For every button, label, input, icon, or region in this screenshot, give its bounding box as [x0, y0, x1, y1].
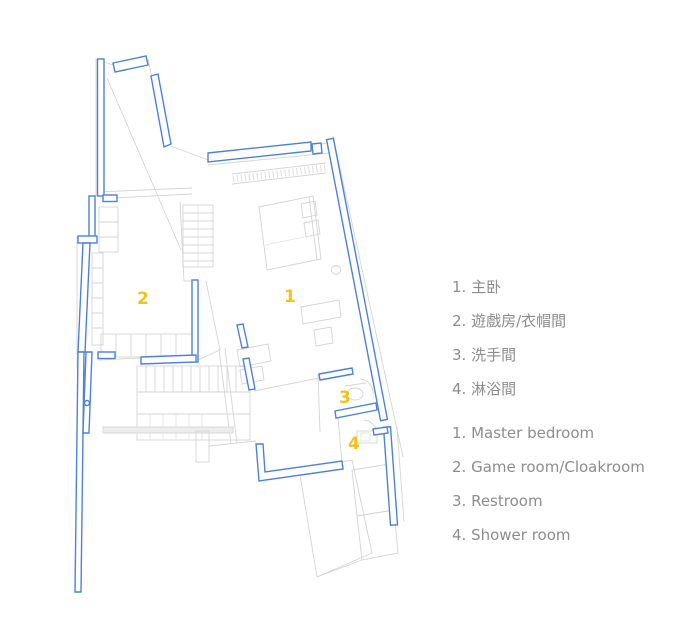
room-markers: 1 2 3 4 [137, 287, 360, 454]
room-marker-4: 4 [348, 434, 360, 454]
room-marker-3: 3 [339, 388, 351, 408]
legend-item-en-3: 3. Restroom [452, 492, 543, 510]
legend-english: 1. Master bedroom 2. Game room/Cloakroom… [452, 426, 645, 543]
legend-item-zh-3: 3. 洗手間 [452, 346, 517, 364]
room-marker-2: 2 [137, 289, 149, 309]
legend-item-en-2: 2. Game room/Cloakroom [452, 458, 645, 476]
legend: 1. 主卧 2. 遊戲房/衣帽間 3. 洗手間 4. 淋浴間 1. Master… [452, 280, 645, 562]
legend-item-zh-2: 2. 遊戲房/衣帽間 [452, 312, 567, 330]
legend-item-en-4: 4. Shower room [452, 526, 571, 544]
interior-detail-lines [76, 58, 405, 578]
legend-item-en-1: 1. Master bedroom [452, 424, 595, 442]
legend-item-zh-1: 1. 主卧 [452, 278, 502, 296]
room-marker-1: 1 [284, 287, 296, 307]
legend-item-zh-4: 4. 淋浴間 [452, 380, 517, 398]
wall-segments [74, 55, 399, 593]
legend-chinese: 1. 主卧 2. 遊戲房/衣帽間 3. 洗手間 4. 淋浴間 [452, 280, 645, 397]
